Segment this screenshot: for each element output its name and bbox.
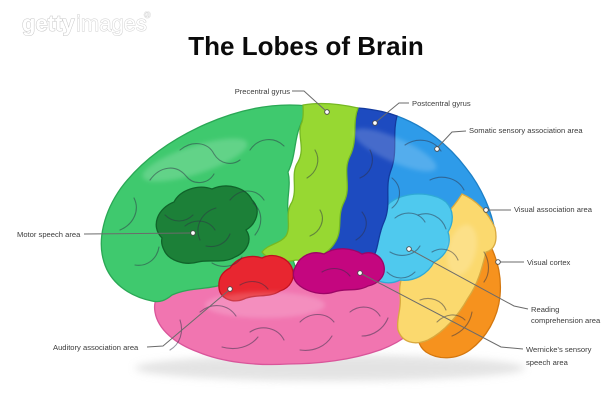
- sulcus-line: [349, 306, 381, 317]
- reading-dot: [406, 246, 412, 252]
- sulcus-line: [419, 297, 447, 311]
- labels: Precentral gyrus Postcentral gyrus Somat…: [17, 87, 601, 367]
- sulci-lines: [119, 139, 490, 351]
- gloss-highlights: [142, 128, 477, 318]
- sulcus-line: [429, 176, 465, 191]
- sulcus-line: [249, 139, 285, 151]
- sulcus-line: [389, 245, 421, 256]
- sulcus-line: [306, 149, 319, 179]
- sulcus-line: [239, 280, 269, 290]
- wernicke-leader-line: [361, 273, 524, 350]
- sulcus-line: [451, 311, 473, 337]
- precentral-leader-line: [292, 90, 327, 112]
- watermark-registered-icon: ®: [144, 10, 151, 20]
- motor-speech-leader-line: [83, 232, 191, 235]
- sulcus-line: [179, 143, 241, 164]
- precentral-dot: [324, 109, 330, 115]
- sulcus-line: [164, 214, 194, 222]
- sulcus-line: [321, 267, 351, 277]
- auditory-leader-line: [146, 290, 229, 348]
- leader-lines: [83, 90, 529, 350]
- sulcus-line: [149, 167, 215, 184]
- sulcus-line: [169, 319, 183, 351]
- somatic-dot: [434, 146, 440, 152]
- visual-cortex-dot: [495, 259, 501, 265]
- sulcus-line: [359, 149, 373, 179]
- watermark-bold-text: getty: [22, 11, 75, 36]
- auditory-association-region: [218, 254, 294, 302]
- postcentral-leader-line: [375, 102, 409, 123]
- wernicke-label-line2: speech area: [526, 358, 569, 367]
- reading-comprehension-label-line2: comprehension area: [531, 316, 601, 325]
- somatic-sensory-label: Somatic sensory association area: [469, 126, 583, 135]
- watermark: getty images ®: [22, 10, 152, 37]
- sulcus-line: [431, 248, 459, 261]
- sulcus-line: [252, 202, 262, 236]
- wernicke-region: [292, 248, 385, 295]
- motor-speech-region: [155, 185, 258, 264]
- sulcus-line: [299, 335, 333, 351]
- sulcus-line: [394, 212, 426, 223]
- watermark-light-text: images: [76, 11, 147, 36]
- sulcus-line: [184, 220, 216, 231]
- visual-association-label: Visual association area: [514, 205, 593, 214]
- sulcus-line: [361, 317, 389, 337]
- postcentral-gyrus-label: Postcentral gyrus: [412, 99, 471, 108]
- sulcus-line: [436, 314, 466, 323]
- sulcus-line: [417, 213, 447, 230]
- visual-association-dot: [483, 207, 489, 213]
- sulcus-line: [211, 256, 243, 267]
- auditory-association-label: Auditory association area: [53, 343, 139, 352]
- sulcus-line: [119, 197, 137, 231]
- sulcus-line: [386, 271, 416, 279]
- reading-comprehension-label-line1: Reading: [531, 305, 559, 314]
- precentral-gyrus-label: Precentral gyrus: [235, 87, 290, 96]
- visual-cortex-label: Visual cortex: [527, 258, 571, 267]
- sulcus-line: [199, 305, 237, 317]
- sulcus-line: [355, 211, 367, 241]
- somatic-leader-line: [437, 130, 467, 148]
- auditory-dot: [227, 286, 233, 292]
- postcentral-dot: [372, 120, 378, 126]
- wernicke-label-line1: Wernicke's sensory: [526, 345, 592, 354]
- reading-leader-line: [410, 249, 529, 310]
- sulcus-line: [309, 209, 323, 237]
- wernicke-dot: [357, 270, 363, 276]
- sulcus-line: [197, 207, 217, 241]
- motor-speech-dot: [190, 230, 196, 236]
- sulcus-line: [221, 336, 259, 350]
- sulcus-line: [299, 313, 335, 323]
- sulcus-line: [483, 251, 490, 283]
- sulcus-line: [391, 177, 401, 209]
- sulcus-line: [249, 327, 285, 341]
- page-title: The Lobes of Brain: [188, 31, 423, 61]
- motor-speech-label: Motor speech area: [17, 230, 81, 239]
- sulcus-line: [205, 233, 231, 248]
- sulcus-line: [229, 190, 265, 201]
- leader-dots: [190, 109, 501, 292]
- sulcus-line: [134, 246, 160, 266]
